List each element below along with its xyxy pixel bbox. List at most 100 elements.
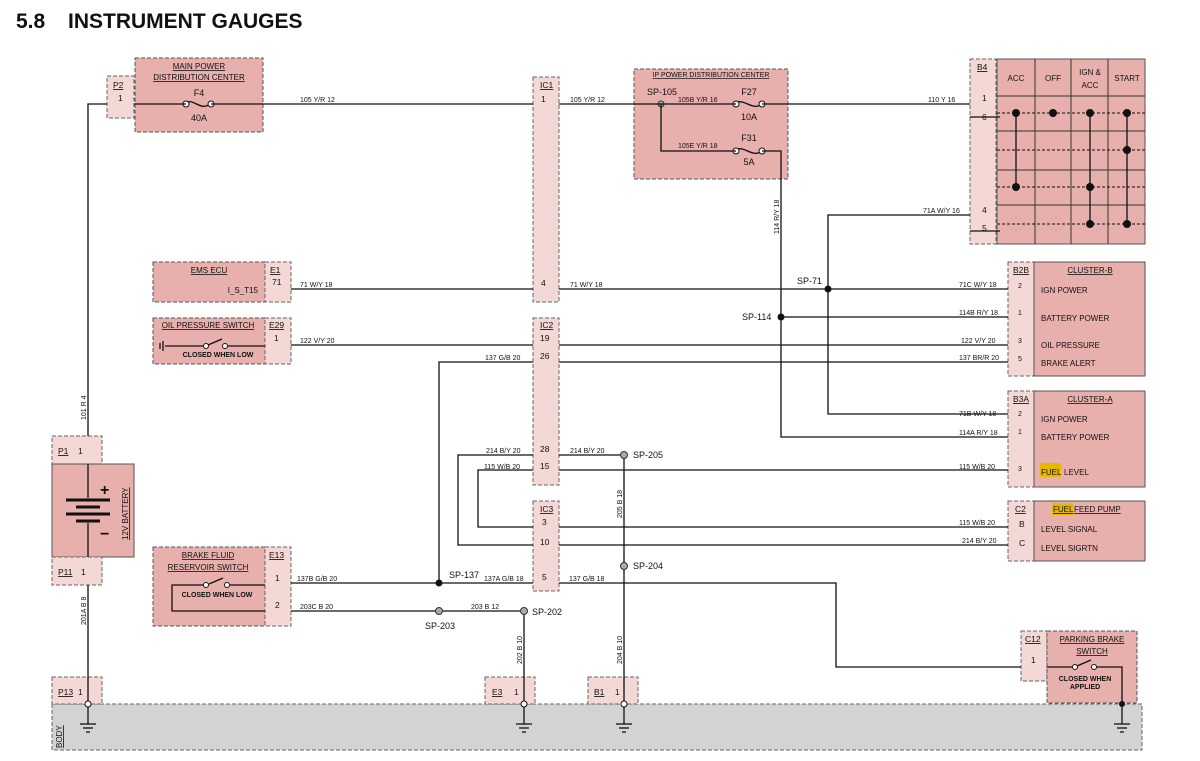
sp-204-splice <box>620 562 628 570</box>
cluster-a-pin-2: 2 <box>1018 411 1022 418</box>
p11-pin: 1 <box>81 567 86 577</box>
battery-label: 12V BATTERY <box>121 487 130 540</box>
wire-105-right: 105 Y/R 12 <box>570 97 605 104</box>
wire-202: 202 B 10 <box>517 636 524 664</box>
wire-214-left: 214 B/Y 20 <box>486 448 521 455</box>
sp-205-splice <box>620 451 628 459</box>
ic3-label: IC3 <box>540 504 554 514</box>
sp-202-splice <box>520 607 528 615</box>
ground-icons <box>80 700 1130 733</box>
parking-brake-note-1: CLOSED WHEN <box>1059 676 1112 683</box>
wire-115-right: 115 W/B 20 <box>959 464 995 471</box>
ign-col-ign-acc: ACC <box>1082 81 1099 90</box>
b4-pin-1: 1 <box>982 93 987 103</box>
ic2-pin-26: 26 <box>540 351 550 361</box>
e3-pin: 1 <box>514 687 519 697</box>
cluster-a-title: CLUSTER-A <box>1067 395 1113 404</box>
ems-signal: I_S_T15 <box>228 286 259 295</box>
sp-202-label: SP-202 <box>532 607 562 617</box>
battery-box <box>51 463 135 558</box>
cluster-a-pin-1: 1 <box>1018 429 1022 436</box>
ign-col-acc: ACC <box>1008 74 1025 83</box>
e3-connector <box>484 676 536 705</box>
wire-71b: 71B W/Y 18 <box>959 411 996 418</box>
p13-connector <box>51 676 103 705</box>
wire-205: 205 B 18 <box>617 490 624 518</box>
p1-pin: 1 <box>78 446 83 456</box>
ic3-connector <box>532 500 560 592</box>
ic3-pin-5: 5 <box>542 572 547 582</box>
e29-label: E29 <box>269 320 284 330</box>
battery-minus: − <box>100 526 109 543</box>
ic2-pin-19: 19 <box>540 333 550 343</box>
wire-137b: 137B G/B 20 <box>297 576 337 583</box>
sp-105-label: SP-105 <box>647 87 677 97</box>
ic2-pin-28: 28 <box>540 444 550 454</box>
wire-114: 114 R/Y 18 <box>774 200 781 234</box>
p13-pin: 1 <box>78 687 83 697</box>
e3-label: E3 <box>492 687 503 697</box>
c2-pin-c: C <box>1019 538 1025 548</box>
b4-connector <box>969 58 997 245</box>
wire-105-left: 105 Y/R 12 <box>300 97 335 104</box>
ic2-label: IC2 <box>540 320 554 330</box>
main-pdc-title-2: DISTRIBUTION CENTER <box>153 73 245 82</box>
parking-brake-title-1: PARKING BRAKE <box>1060 635 1125 644</box>
sp-71-label: SP-71 <box>797 276 822 286</box>
cluster-b-ign-power: IGN POWER <box>1041 286 1088 295</box>
ic1-pin-1: 1 <box>541 94 546 104</box>
e13-pin-2: 2 <box>275 600 280 610</box>
wire-71-left: 71 W/Y 18 <box>300 282 333 289</box>
wire-203c: 203C B 20 <box>300 604 333 611</box>
wire-137-left: 137 G/B 20 <box>485 355 521 362</box>
ic2-pin-15: 15 <box>540 461 550 471</box>
wire-71a: 71A W/Y 16 <box>923 208 960 215</box>
page-title: INSTRUMENT GAUGES <box>68 10 303 33</box>
brake-fluid-title-1: BRAKE FLUID <box>182 551 235 560</box>
fuel-pump-level-signal: LEVEL SIGNAL <box>1041 525 1098 534</box>
fuse-f27-rating: 10A <box>741 112 757 122</box>
sp-114-splice <box>777 313 785 321</box>
oil-switch-icon <box>159 338 265 351</box>
cluster-b-pin-5: 5 <box>1018 356 1022 363</box>
battery-icon <box>66 464 110 557</box>
b4-label: B4 <box>977 62 988 72</box>
ic1-label: IC1 <box>540 80 554 90</box>
sp-205-label: SP-205 <box>633 450 663 460</box>
c2-connector <box>1007 500 1035 562</box>
c12-pin: 1 <box>1031 655 1036 665</box>
fuel-highlight <box>1040 463 1061 477</box>
wire-203: 203 B 12 <box>471 604 499 611</box>
section-number: 5.8 <box>16 10 46 33</box>
cluster-b-battery-power: BATTERY POWER <box>1041 314 1110 323</box>
cluster-a-battery-power: BATTERY POWER <box>1041 433 1110 442</box>
ign-col-start: START <box>1114 74 1140 83</box>
b3a-label: B3A <box>1013 394 1029 404</box>
wire-71-right: 71 W/Y 18 <box>570 282 603 289</box>
p11-connector <box>51 556 103 586</box>
p1-label: P1 <box>58 446 69 456</box>
wire-105b-label: 105B Y/R 16 <box>678 97 718 104</box>
wire-105e-label: 105E Y/R 18 <box>678 143 718 150</box>
battery-plus: + <box>100 482 109 499</box>
cluster-a-ign-power: IGN POWER <box>1041 415 1088 424</box>
e1-label: E1 <box>270 265 281 275</box>
p2-pin: 1 <box>118 93 123 103</box>
ign-col-ign: IGN & <box>1079 68 1101 77</box>
wire-114b: 114B R/Y 18 <box>959 310 998 317</box>
sp-204-label: SP-204 <box>633 561 663 571</box>
ic2-connector <box>532 317 560 486</box>
c2-pin-b: B <box>1019 519 1025 529</box>
e29-connector <box>264 317 292 365</box>
wire-114a: 114A R/Y 18 <box>959 430 998 437</box>
e29-pin: 1 <box>274 333 279 343</box>
fuel-pump-highlight <box>1052 503 1073 515</box>
ip-pdc-title: IP POWER DISTRIBUTION CENTER <box>653 72 770 79</box>
c12-label: C12 <box>1025 634 1041 644</box>
b1-connector <box>587 676 639 705</box>
b1-label: B1 <box>594 687 605 697</box>
cluster-a-pin-3: 3 <box>1018 466 1022 473</box>
fuel-pump-title: FEED PUMP <box>1074 505 1121 514</box>
ic3-pin-10: 10 <box>540 537 550 547</box>
p13-label: P13 <box>58 687 73 697</box>
